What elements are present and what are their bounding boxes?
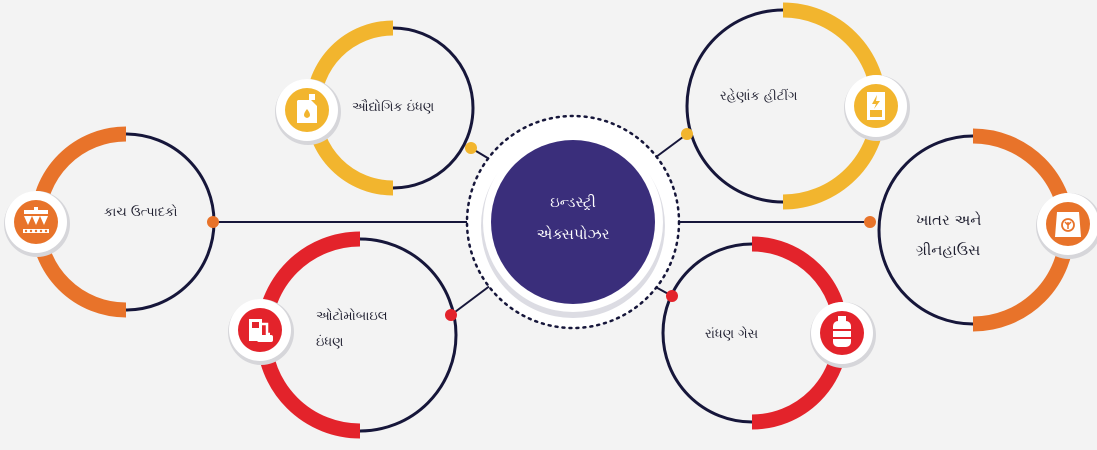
node-label-automobile-fuel: ઓટોમોબાઇલ ઇંધણ xyxy=(316,309,388,350)
node-label-cooking-gas: રાંધણ ગેસ xyxy=(705,327,759,342)
center-label-line-1: ઇન્ડસ્ટ્રી xyxy=(550,193,596,211)
fuel-station-icon xyxy=(228,299,294,365)
node-label-fertilizer-greenhouse: ખાતર અને ગ્રીનહાઉસ xyxy=(916,211,982,259)
dot-automobile-fuel xyxy=(445,309,457,321)
node-label-industrial-fuel: ઔદ્યોગિક ઇંધણ xyxy=(352,100,435,115)
heater-icon xyxy=(844,75,910,141)
gas-cylinder-icon xyxy=(810,302,876,368)
dot-industrial-fuel xyxy=(465,142,477,154)
dot-glass-production xyxy=(207,216,219,228)
center-label: ઇન્ડસ્ટ્રી એક્સપોઝર xyxy=(492,186,654,250)
dot-cooking-gas xyxy=(666,290,678,302)
hub-disc xyxy=(491,140,655,304)
dot-fertilizer-greenhouse xyxy=(864,216,876,228)
node-label-residential-heating: રહેણાંક હીટીંગ xyxy=(720,89,798,104)
node-label-glass-production: કાચ ઉત્પાદકો xyxy=(104,205,178,220)
center-hub xyxy=(465,114,681,330)
center-label-line-2: એક્સપોઝર xyxy=(536,225,610,243)
fuel-can-icon xyxy=(275,79,341,145)
dot-residential-heating xyxy=(681,128,693,140)
glass-factory-icon xyxy=(4,191,70,257)
connector-automobile-fuel xyxy=(450,284,492,316)
connector-residential-heating xyxy=(651,133,688,161)
node-icons xyxy=(4,75,1097,368)
fertilizer-bag-icon xyxy=(1036,193,1097,259)
